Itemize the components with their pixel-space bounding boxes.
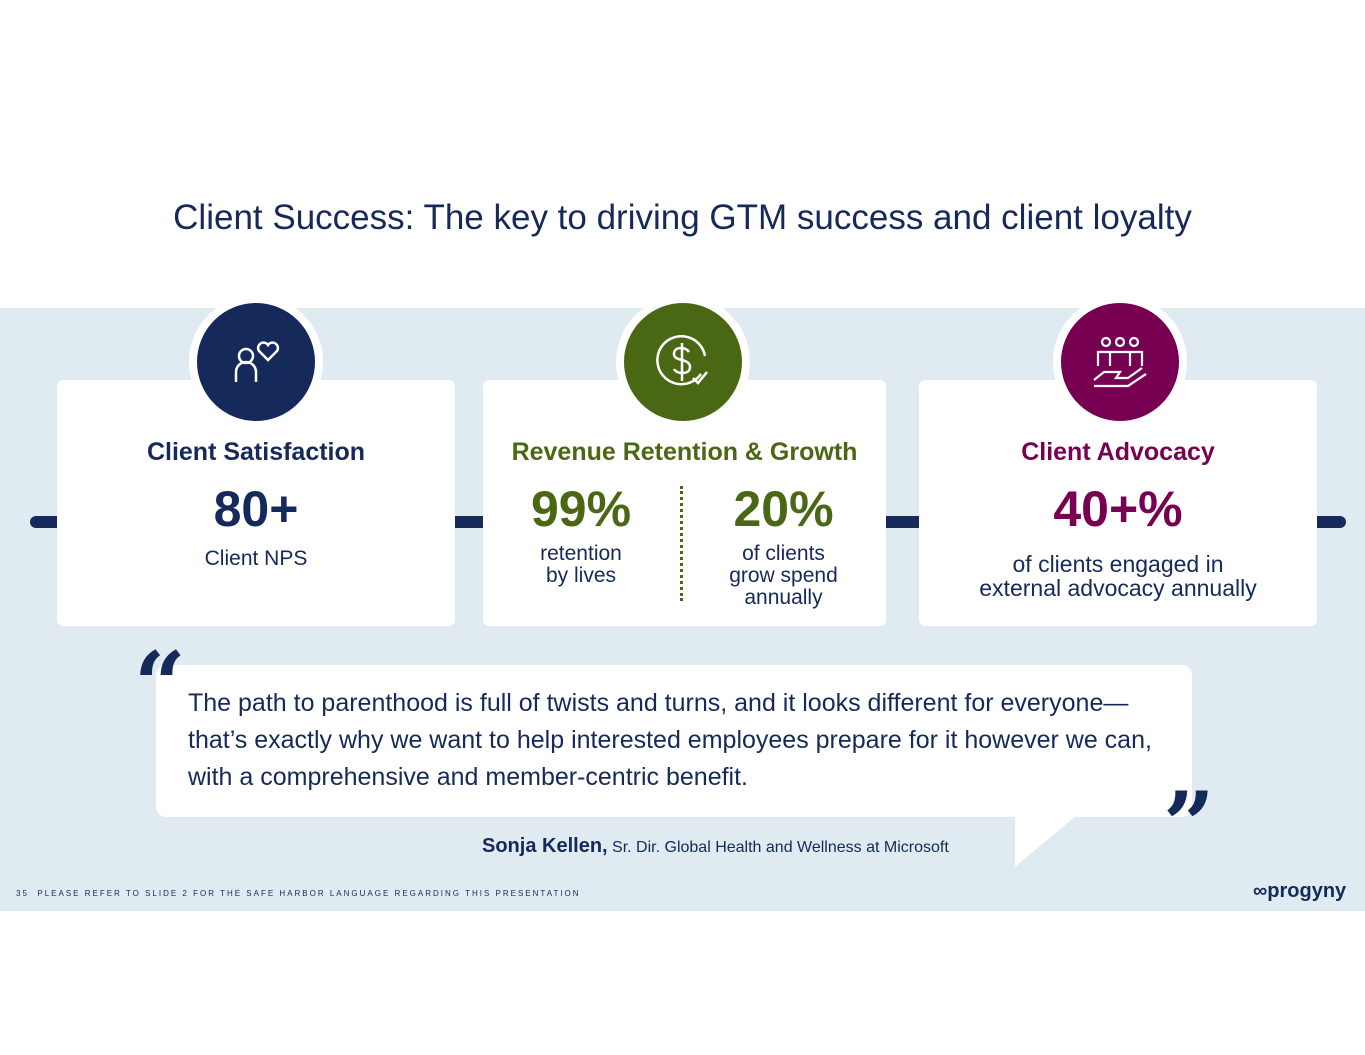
- page-title: Client Success: The key to driving GTM s…: [173, 198, 1192, 237]
- close-quote-icon: ”: [1163, 772, 1215, 878]
- footer: 35 PLEASE REFER TO SLIDE 2 FOR THE SAFE …: [16, 889, 581, 898]
- divider: [680, 486, 683, 601]
- caption: external advocacy annually: [979, 575, 1257, 601]
- dollar-check-icon: [616, 295, 750, 429]
- card-heading: Client Satisfaction: [146, 438, 366, 466]
- caption: of clients: [742, 542, 825, 565]
- timeline-line: [450, 516, 490, 528]
- retention-value: 99%: [530, 481, 632, 537]
- quote-text: The path to parenthood is full of twists…: [188, 689, 1152, 791]
- caption: retention: [540, 542, 622, 565]
- quote-author: Sonja Kellen,: [482, 835, 608, 857]
- card-client-satisfaction: Client Satisfaction 80+ Client NPS: [57, 380, 455, 626]
- progyny-logo: ∞progyny: [1253, 880, 1347, 902]
- hand-people-icon: [1053, 295, 1187, 429]
- advocacy-value: 40+%: [1053, 481, 1183, 537]
- quote-tail: [1015, 815, 1077, 867]
- timeline-line: [880, 516, 925, 528]
- open-quote-icon: “: [134, 632, 186, 738]
- caption: grow spend: [729, 564, 838, 587]
- caption: annually: [744, 586, 823, 609]
- nps-caption: Client NPS: [204, 547, 308, 570]
- page-number: 35: [16, 889, 29, 898]
- quote-role: Sr. Dir. Global Health and Wellness at M…: [612, 839, 949, 856]
- caption: by lives: [545, 564, 617, 587]
- person-heart-icon: [189, 295, 323, 429]
- card-heading: Client Advocacy: [1021, 438, 1215, 466]
- nps-value: 80+: [213, 481, 299, 537]
- quote-bubble: The path to parenthood is full of twists…: [156, 665, 1192, 817]
- attribution: Sonja Kellen, Sr. Dir. Global Health and…: [482, 835, 949, 858]
- caption: of clients engaged in: [1012, 551, 1224, 577]
- disclaimer: PLEASE REFER TO SLIDE 2 FOR THE SAFE HAR…: [37, 889, 581, 898]
- card-heading: Revenue Retention & Growth: [511, 438, 858, 466]
- timeline-line: [1310, 516, 1346, 528]
- logo-text: progyny: [1267, 880, 1347, 902]
- growth-value: 20%: [733, 481, 834, 537]
